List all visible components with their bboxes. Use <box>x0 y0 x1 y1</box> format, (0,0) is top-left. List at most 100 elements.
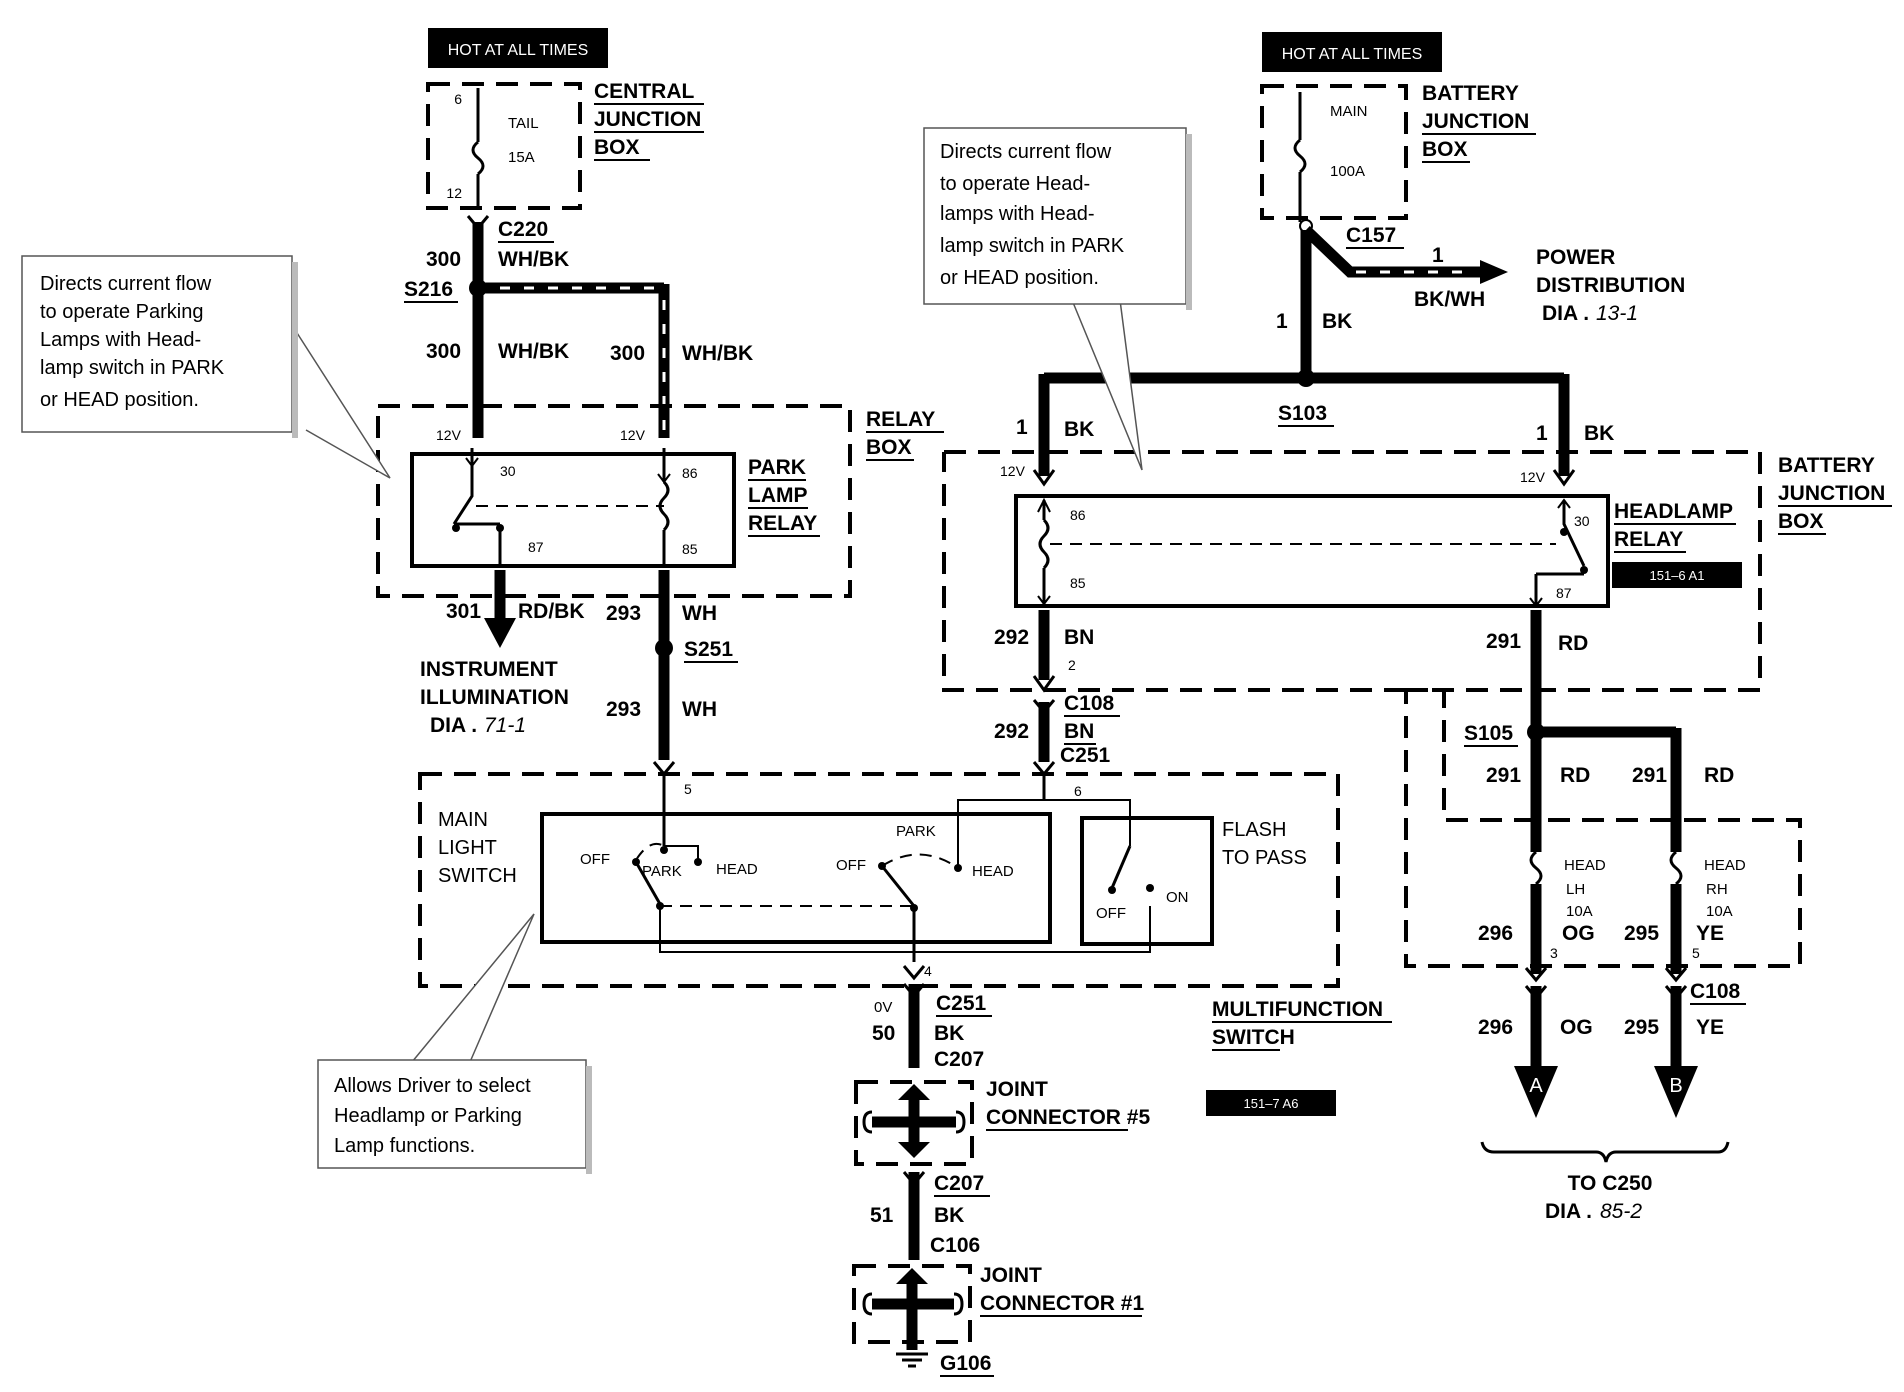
svg-text:3: 3 <box>1550 945 1558 961</box>
ground-g106-icon <box>896 1352 928 1368</box>
svg-text:A: A <box>1529 1075 1543 1097</box>
multifunction-switch-outline <box>418 772 1340 988</box>
callout-driver-select: Allows Driver to select Headlamp or Park… <box>317 913 592 1174</box>
svg-text:BK: BK <box>1322 310 1352 333</box>
central-junction-box-label: CENTRAL JUNCTION BOX <box>594 80 704 161</box>
park-lamp-relay-label: PARK LAMP RELAY <box>748 456 820 537</box>
hot-at-all-times-tag-right: HOT AT ALL TIMES <box>1262 32 1442 72</box>
joint-connector-5-outline <box>854 1080 974 1166</box>
svg-text:296: 296 <box>1478 1016 1513 1039</box>
svg-text:BK: BK <box>934 1204 964 1227</box>
svg-text:RELAY: RELAY <box>866 408 935 431</box>
flash-to-pass-switch <box>1080 816 1214 946</box>
wire-296-og: 296 OG 3 296 OG A <box>1478 884 1595 1118</box>
svg-text:PARK: PARK <box>896 823 936 840</box>
svg-text:PARK: PARK <box>748 456 806 479</box>
reference-tag-151-6-a1: 151–6 A1 <box>1612 562 1742 588</box>
svg-text:Lamps with Head-: Lamps with Head- <box>40 329 201 351</box>
svg-text:LIGHT: LIGHT <box>438 837 497 859</box>
svg-text:12: 12 <box>446 185 462 201</box>
reference-tag-151-7-a6: 151–7 A6 <box>1206 1090 1336 1116</box>
voltage-label: 12V <box>620 427 646 443</box>
joint-connector-5 <box>862 1084 966 1158</box>
svg-text:10A: 10A <box>1706 903 1733 920</box>
svg-text:B: B <box>1669 1075 1682 1097</box>
svg-text:WH/BK: WH/BK <box>498 248 569 271</box>
svg-text:HOT AT ALL TIMES: HOT AT ALL TIMES <box>448 42 589 59</box>
svg-text:Lamp functions.: Lamp functions. <box>334 1135 475 1157</box>
svg-text:S216: S216 <box>404 278 453 301</box>
svg-text:BN: BN <box>1064 720 1094 743</box>
svg-text:TO PASS: TO PASS <box>1222 847 1307 869</box>
joint-connector-5-label: JOINT CONNECTOR #5 <box>986 1078 1150 1131</box>
svg-text:292: 292 <box>994 626 1029 649</box>
svg-text:LAMP: LAMP <box>748 484 808 507</box>
wire-300-labels: C220 300 WH/BK S216 300 WH/BK 300 WH/BK <box>404 218 753 365</box>
main-fuse: MAIN 100A <box>1293 92 1368 222</box>
voltage-label: 12V <box>436 427 462 443</box>
svg-text:293: 293 <box>606 698 641 721</box>
svg-text:CENTRAL: CENTRAL <box>594 80 694 103</box>
svg-text:TAIL: TAIL <box>508 115 539 132</box>
svg-text:HEADLAMP: HEADLAMP <box>1614 500 1733 523</box>
svg-text:30: 30 <box>500 463 516 479</box>
svg-text:TO C250: TO C250 <box>1568 1172 1653 1195</box>
wire-292-bn: 292 BN 2 C108 BN C251 292 <box>994 610 1120 777</box>
svg-text:MAIN: MAIN <box>438 809 488 831</box>
svg-text:RD: RD <box>1560 764 1590 787</box>
svg-text:85-2: 85-2 <box>1600 1200 1642 1223</box>
svg-text:BOX: BOX <box>866 436 912 459</box>
svg-text:1: 1 <box>1016 416 1028 439</box>
svg-text:5: 5 <box>1692 945 1700 961</box>
svg-text:1: 1 <box>1276 310 1288 333</box>
svg-text:RELAY: RELAY <box>748 512 817 535</box>
svg-text:YE: YE <box>1696 922 1724 945</box>
svg-text:or HEAD position.: or HEAD position. <box>40 389 199 411</box>
svg-text:WH: WH <box>682 698 717 721</box>
svg-text:2: 2 <box>1068 657 1076 673</box>
svg-text:S251: S251 <box>684 638 733 661</box>
svg-text:100A: 100A <box>1330 163 1365 180</box>
svg-text:Directs current flow: Directs current flow <box>940 141 1112 163</box>
svg-text:to operate Head-: to operate Head- <box>940 173 1090 195</box>
headlamp-relay-label: HEADLAMP RELAY <box>1614 500 1736 553</box>
svg-text:POWER: POWER <box>1536 246 1615 269</box>
pin-label: 6 <box>1074 783 1082 799</box>
svg-text:PARK: PARK <box>642 863 682 880</box>
power-distribution-label: POWER DISTRIBUTION DIA . 13-1 <box>1536 246 1685 325</box>
central-junction-box-outline <box>426 82 582 210</box>
svg-text:DIA .: DIA . <box>430 714 477 737</box>
svg-text:C207: C207 <box>934 1172 984 1195</box>
svg-text:JUNCTION: JUNCTION <box>594 108 701 131</box>
svg-text:10A: 10A <box>1566 903 1593 920</box>
svg-text:MULTIFUNCTION: MULTIFUNCTION <box>1212 998 1383 1021</box>
svg-text:MAIN: MAIN <box>1330 103 1368 120</box>
svg-text:291: 291 <box>1486 764 1521 787</box>
svg-text:1: 1 <box>1432 244 1444 267</box>
svg-text:BATTERY: BATTERY <box>1422 82 1519 105</box>
svg-text:SWITCH: SWITCH <box>438 865 517 887</box>
svg-text:BK/WH: BK/WH <box>1414 288 1485 311</box>
headlamp-relay <box>1014 494 1610 608</box>
svg-text:C220: C220 <box>498 218 548 241</box>
svg-text:S103: S103 <box>1278 402 1327 425</box>
svg-text:WH/BK: WH/BK <box>498 340 569 363</box>
wire-1-bk-feed <box>1032 219 1576 487</box>
battery-junction-box-right-label: BATTERY JUNCTION BOX <box>1778 454 1892 535</box>
svg-text:lamp switch in PARK: lamp switch in PARK <box>940 235 1125 257</box>
svg-text:86: 86 <box>1070 507 1086 523</box>
svg-text:CONNECTOR #5: CONNECTOR #5 <box>986 1106 1150 1129</box>
svg-text:15A: 15A <box>508 149 535 166</box>
battery-junction-box-right-lower-outline <box>1404 688 1802 968</box>
svg-text:JUNCTION: JUNCTION <box>1422 110 1529 133</box>
svg-text:DIA .: DIA . <box>1542 302 1589 325</box>
wire-295-ye: 295 YE 5 C108 295 YE B <box>1624 884 1746 1118</box>
svg-text:JUNCTION: JUNCTION <box>1778 482 1885 505</box>
svg-text:YE: YE <box>1696 1016 1724 1039</box>
svg-text:13-1: 13-1 <box>1596 302 1638 325</box>
svg-text:JOINT: JOINT <box>980 1264 1042 1287</box>
svg-text:Allows Driver to select: Allows Driver to select <box>334 1075 531 1097</box>
svg-text:DIA .: DIA . <box>1545 1200 1592 1223</box>
svg-text:6: 6 <box>454 91 462 107</box>
